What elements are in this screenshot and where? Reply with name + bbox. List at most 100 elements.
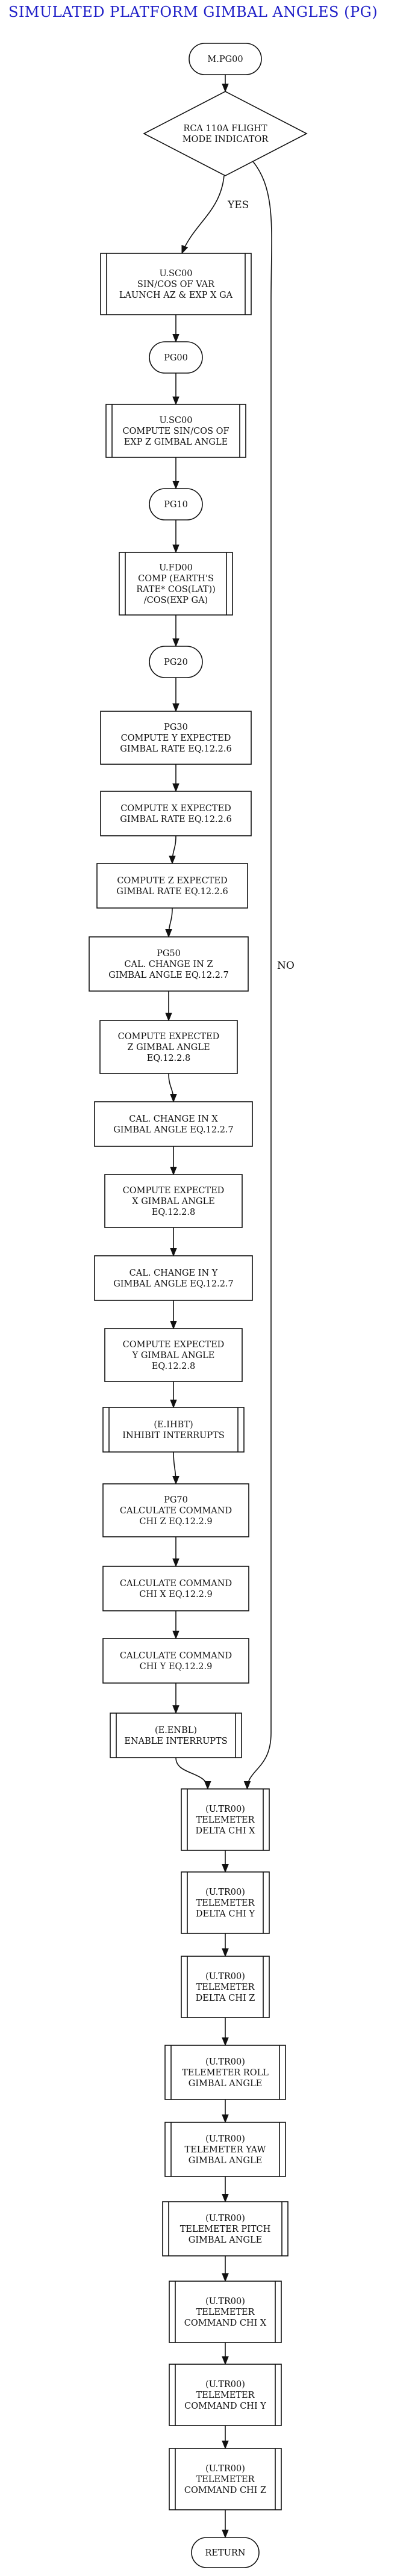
- node-label-line: GIMBAL RATE EQ.12.2.6: [120, 815, 231, 824]
- terminal-shape: [149, 341, 203, 374]
- node-label-line: CALCULATE COMMAND: [120, 1579, 232, 1589]
- node-ret: RETURN: [191, 2537, 260, 2568]
- node-label-line: TELEMETER: [196, 2391, 255, 2400]
- node-label-line: COMPUTE EXPECTED: [123, 1340, 225, 1350]
- node-label-line: GIMBAL ANGLE EQ.12.2.7: [108, 971, 229, 980]
- node-label-line: RETURN: [205, 2548, 246, 2558]
- node-label-line: COMMAND CHI X: [184, 2318, 267, 2328]
- edge-cez-to-ccx: [168, 1073, 177, 1103]
- node-label-line: COMPUTE X EXPECTED: [120, 804, 231, 814]
- process-shape: [104, 1328, 243, 1382]
- node-label-line: COMPUTE Z EXPECTED: [117, 876, 227, 886]
- terminal-shape: [191, 2537, 260, 2568]
- node-label-line: TELEMETER ROLL: [182, 2068, 269, 2078]
- subroutine-shape: [169, 2281, 282, 2343]
- edge-arrow: [243, 161, 272, 1790]
- node-label-line: DELTA CHI X: [195, 1826, 255, 1836]
- process-shape: [100, 711, 252, 765]
- node-label-line: LAUNCH AZ & EXP X GA: [119, 291, 233, 300]
- subroutine-shape: [181, 1871, 270, 1934]
- node-enable: (E.ENBL)ENABLE INTERRUPTS: [110, 1713, 242, 1758]
- node-label-line: Y GIMBAL ANGLE: [132, 1351, 215, 1361]
- node-label-line: RATE* COS(LAT)): [136, 585, 216, 595]
- edge-arrow: [169, 835, 176, 865]
- node-label-line: DELTA CHI Z: [196, 1994, 255, 2003]
- node-label-line: CALCULATE COMMAND: [120, 1506, 232, 1516]
- node-label-line: COMPUTE SIN/COS OF: [122, 427, 229, 436]
- node-label-line: PG20: [164, 658, 188, 667]
- terminal-shape: [149, 488, 203, 520]
- subroutine-shape: [169, 2448, 282, 2510]
- node-start: M.PG00: [189, 43, 262, 75]
- node-pg20: PG20: [149, 646, 203, 678]
- node-label-line: TELEMETER: [196, 1898, 255, 1908]
- node-label-line: CALCULATE COMMAND: [120, 1651, 232, 1661]
- node-label-line: TELEMETER: [196, 1815, 255, 1825]
- node-label-line: INHIBIT INTERRUPTS: [122, 1431, 225, 1441]
- edge-inhibit-to-pg70: [172, 1451, 179, 1485]
- edge-decision-to-tdx: NO: [243, 161, 295, 1790]
- node-label-line: (U.TR00): [205, 2380, 245, 2389]
- process-shape: [96, 863, 248, 909]
- node-label-line: (U.TR00): [205, 1888, 245, 1897]
- node-label-line: /COS(EXP GA): [144, 596, 208, 605]
- node-label-line: M.PG00: [207, 55, 243, 64]
- node-label-line: SIN/COS OF VAR: [137, 280, 215, 289]
- node-label-line: CHI Z EQ.12.2.9: [139, 1517, 212, 1527]
- node-label-line: (U.TR00): [205, 1805, 245, 1814]
- node-label-line: X GIMBAL ANGLE: [132, 1197, 214, 1206]
- process-shape: [102, 1483, 249, 1537]
- node-label-line: RCA 110A FLIGHT: [183, 124, 267, 134]
- edge-arrow: [172, 1451, 179, 1485]
- node-label-line: COMPUTE EXPECTED: [123, 1186, 225, 1196]
- node-label-line: EQ.12.2.8: [152, 1362, 195, 1371]
- node-label-line: CAL. CHANGE IN X: [129, 1114, 218, 1124]
- process-shape: [89, 936, 249, 992]
- node-label-line: EQ.12.2.8: [147, 1054, 190, 1063]
- node-label-line: CAL. CHANGE IN Y: [129, 1268, 218, 1278]
- node-label-line: U.SC00: [160, 416, 193, 425]
- node-label-line: U.FD00: [159, 563, 193, 573]
- edge-cxr-to-czr: [169, 835, 176, 865]
- node-label-line: PG70: [164, 1495, 188, 1505]
- node-label-line: EQ.12.2.8: [152, 1208, 195, 1217]
- subroutine-shape: [164, 2122, 286, 2177]
- edge-decision-to-usc00a: YES: [181, 175, 249, 255]
- node-label-line: GIMBAL ANGLE: [189, 2156, 262, 2166]
- node-label-line: (U.TR00): [205, 2464, 245, 2474]
- process-shape: [94, 1101, 253, 1147]
- node-inhibit: (E.IHBT)INHIBIT INTERRUPTS: [102, 1407, 245, 1453]
- subroutine-shape: [110, 1713, 242, 1758]
- node-label-line: TELEMETER: [196, 2308, 255, 2317]
- terminal-shape: [189, 43, 262, 75]
- subroutine-shape: [164, 2045, 286, 2100]
- node-label-line: GIMBAL ANGLE: [189, 2235, 262, 2245]
- node-label-line: PG30: [164, 723, 188, 732]
- node-label-line: EXP Z GIMBAL ANGLE: [124, 437, 228, 447]
- subroutine-shape: [169, 2364, 282, 2426]
- edge-enable-to-tdx: [175, 1757, 211, 1790]
- edge-czr-to-pg50: [165, 907, 173, 938]
- node-label-line: CHI Y EQ.12.2.9: [140, 1662, 213, 1672]
- node-label-line: CAL. CHANGE IN Z: [124, 960, 213, 969]
- subroutine-shape: [105, 404, 246, 458]
